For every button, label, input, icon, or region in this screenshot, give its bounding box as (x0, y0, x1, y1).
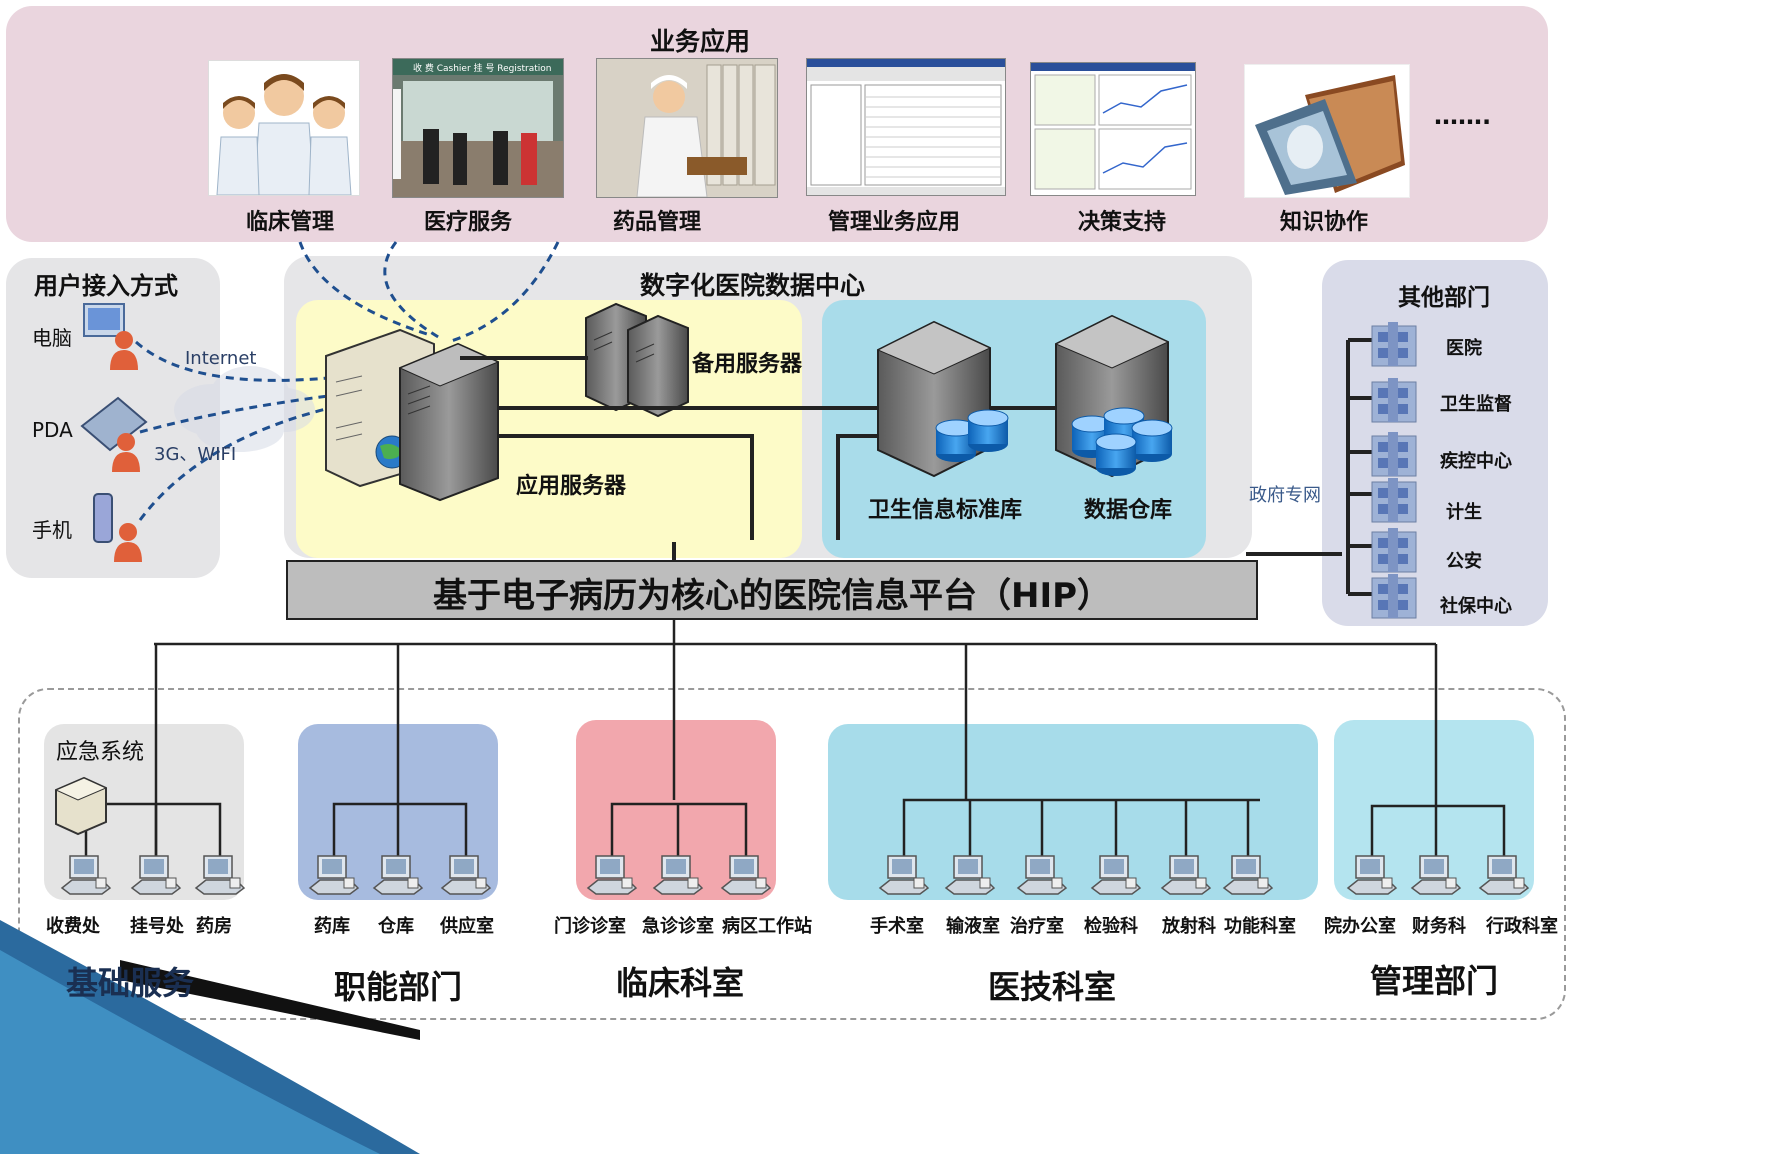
management-app-screenshot (806, 58, 1006, 196)
terminal-function-room: 功能科室 (1224, 916, 1296, 937)
terminal-operating-room: 手术室 (870, 916, 924, 937)
knowledge-book-thumbnail (1244, 64, 1410, 198)
data-warehouse-label: 数据仓库 (1084, 498, 1173, 523)
other-dept-police: 公安 (1446, 551, 1482, 572)
app-label-management: 管理业务应用 (827, 210, 961, 235)
business-apps-title: 业务应用 (650, 27, 751, 56)
functional-dept-box (298, 724, 498, 900)
decision-support-screenshot (1030, 62, 1196, 196)
group-title-medtech: 医技科室 (988, 968, 1117, 1006)
app-label-knowledge: 知识协作 (1279, 210, 1369, 235)
other-departments-panel (1322, 260, 1548, 626)
other-dept-social-security: 社保中心 (1440, 596, 1512, 617)
doctors-thumbnail (208, 60, 360, 196)
terminal-pharmacy: 药房 (196, 916, 232, 937)
terminal-supply-room: 供应室 (440, 916, 494, 937)
other-dept-health-supervision: 卫生监督 (1440, 394, 1512, 415)
group-title-basic-service: 基础服务 (66, 964, 195, 1002)
clinical-dept-box (576, 720, 776, 900)
other-dept-cdc: 疾控中心 (1440, 451, 1512, 472)
backup-server-label: 备用服务器 (692, 352, 803, 377)
app-server-label: 应用服务器 (516, 474, 627, 499)
device-label-pc: 电脑 (32, 326, 72, 350)
device-label-phone: 手机 (32, 518, 72, 542)
other-departments-title: 其他部门 (1398, 285, 1490, 311)
terminal-president-office: 院办公室 (1324, 916, 1396, 937)
user-access-title: 用户接入方式 (34, 272, 178, 300)
terminal-ward-station: 病区工作站 (722, 916, 812, 937)
registration-hall-thumbnail: 收 费 Cashier 挂 号 Registration (392, 58, 564, 198)
standard-db-label: 卫生信息标准库 (868, 498, 1023, 523)
emergency-system-label: 应急系统 (56, 740, 145, 765)
app-label-medical-service: 医疗服务 (423, 210, 513, 235)
terminal-drug-store: 药库 (314, 916, 350, 937)
terminal-registration: 挂号处 (130, 916, 184, 937)
terminal-cashier: 收费处 (46, 916, 100, 937)
app-label-decision: 决策支持 (1077, 210, 1167, 235)
group-title-functional: 职能部门 (334, 968, 463, 1006)
other-dept-family-planning: 计生 (1446, 502, 1482, 523)
data-center-title: 数字化医院数据中心 (640, 271, 866, 300)
terminal-finance: 财务科 (1412, 916, 1466, 937)
management-dept-box (1334, 720, 1534, 900)
more-apps-ellipsis: ……. (1434, 102, 1492, 130)
terminal-radiology: 放射科 (1162, 916, 1216, 937)
terminal-admin-office: 行政科室 (1486, 916, 1558, 937)
terminal-laboratory: 检验科 (1084, 916, 1138, 937)
other-dept-hospital: 医院 (1446, 338, 1482, 359)
group-title-clinical: 临床科室 (616, 964, 745, 1002)
gov-network-label: 政府专网 (1249, 485, 1321, 506)
terminal-outpatient: 门诊诊室 (554, 916, 626, 937)
app-label-clinical: 临床管理 (245, 210, 335, 235)
app-label-drug: 药品管理 (612, 210, 702, 235)
group-title-management: 管理部门 (1370, 962, 1499, 1000)
svg-text:收 费 Cashier 挂 号 Registration: 收 费 Cashier 挂 号 Registration (413, 62, 552, 74)
terminal-emergency: 急诊诊室 (642, 916, 714, 937)
app-server-zone (296, 300, 802, 558)
terminal-treatment-room: 治疗室 (1010, 916, 1064, 937)
device-label-pda: PDA (32, 418, 73, 442)
departments-dashed-frame (18, 688, 1566, 1020)
hip-platform-label: 基于电子病历为核心的医院信息平台（HIP） (432, 576, 1112, 616)
pharmacy-thumbnail (596, 58, 778, 198)
terminal-warehouse: 仓库 (378, 916, 414, 937)
hip-platform-bar (286, 560, 1258, 620)
medtech-dept-box (828, 724, 1318, 900)
terminal-infusion-room: 输液室 (946, 916, 1000, 937)
